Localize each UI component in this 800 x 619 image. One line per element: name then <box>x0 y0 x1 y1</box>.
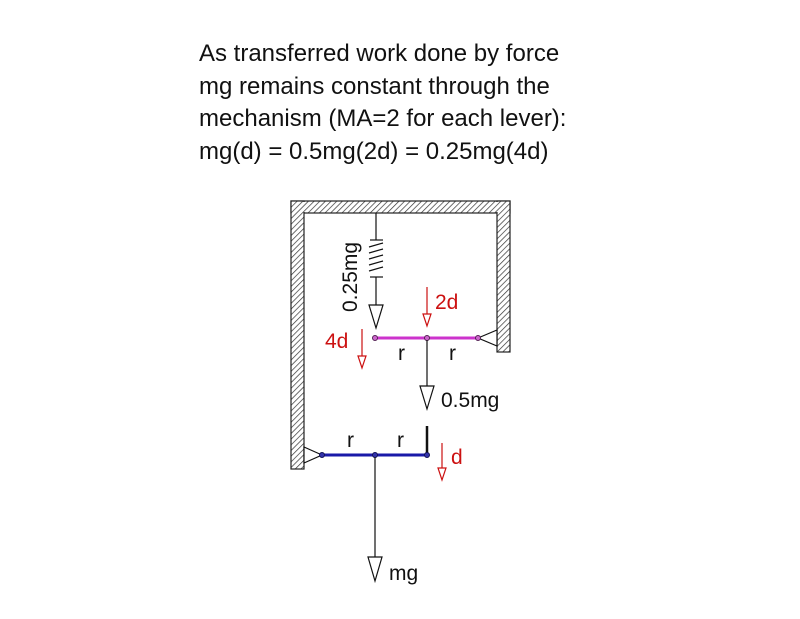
lower-fulcrum <box>303 446 324 464</box>
lower-pivots <box>319 452 430 458</box>
arm-label: r <box>398 342 405 365</box>
caption-line-3: mechanism (MA=2 for each lever): <box>199 105 567 132</box>
spring-force-label: 0.25mg <box>339 242 362 312</box>
spring <box>368 213 384 331</box>
displacement-arrow-d <box>437 443 447 482</box>
displacement-label-2d: 2d <box>435 291 458 314</box>
arm-label: r <box>449 342 456 365</box>
caption-line-4: mg(d) = 0.5mg(2d) = 0.25mg(4d) <box>199 137 549 165</box>
upper-fulcrum <box>476 329 498 347</box>
arm-label: r <box>347 429 354 452</box>
load-force-label: mg <box>389 562 418 585</box>
load-force-arrow <box>367 556 383 584</box>
displacement-arrow-2d <box>422 287 432 328</box>
upper-pivots <box>372 335 481 341</box>
displacement-label-d: d <box>451 446 463 469</box>
caption-line-1: As transferred work done by force <box>199 40 560 67</box>
mid-force-arrow <box>419 385 435 412</box>
arm-label: r <box>397 429 404 452</box>
displacement-label-4d: 4d <box>325 330 348 353</box>
caption: As transferred work done by force mg rem… <box>199 38 566 168</box>
caption-line-2: mg remains constant through the <box>199 72 550 100</box>
displacement-arrow-4d <box>357 329 367 370</box>
mid-force-label: 0.5mg <box>441 389 499 412</box>
